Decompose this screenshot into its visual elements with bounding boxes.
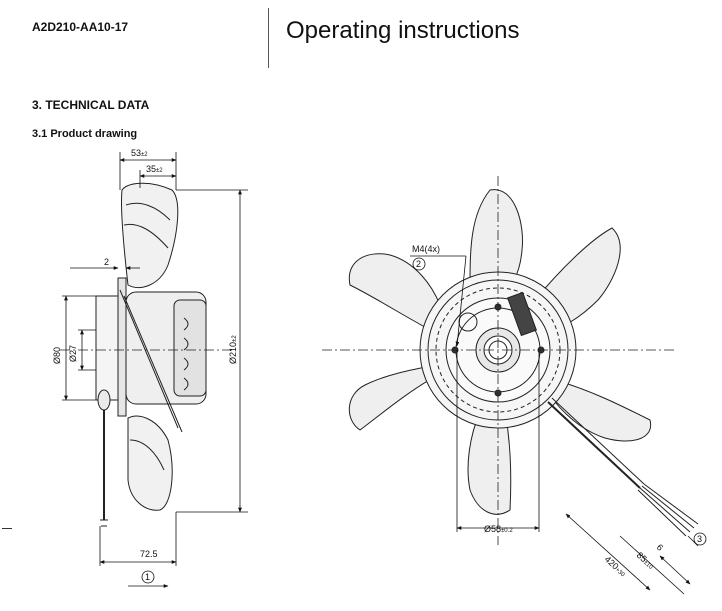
side-blade-upper-inner2	[123, 223, 169, 249]
side-dim-35: 35±2	[146, 164, 163, 174]
front-centerlines	[322, 176, 676, 545]
blade-lower-right	[549, 379, 652, 442]
header-divider	[268, 8, 269, 68]
side-dim-72-5: 72.5	[140, 549, 158, 559]
thread-label: M4(4x)	[412, 244, 440, 254]
side-cable-gland	[97, 389, 111, 411]
front-dim-hub: Ø58±0.2	[484, 524, 513, 534]
side-blade-upper-inner	[125, 202, 171, 221]
front-wires	[637, 483, 699, 537]
side-rotor-band	[173, 299, 207, 397]
document-title: Operating instructions	[286, 17, 520, 44]
side-blade-lower-inner	[129, 439, 165, 471]
front-dim-strip-length: 85±10	[635, 550, 657, 571]
front-cable	[547, 401, 641, 489]
side-dim-2: 2	[104, 257, 109, 267]
side-strut	[119, 289, 179, 429]
side-dim-dia80: Ø80	[52, 347, 62, 364]
side-dim-dia27: Ø27	[68, 345, 78, 362]
side-blade-lower	[127, 415, 173, 511]
side-rotor-slots	[183, 317, 189, 391]
subsection-title: 3.1 Product drawing	[32, 128, 138, 140]
side-stator	[95, 295, 119, 401]
front-dim-cable-length: 420+30	[603, 554, 629, 579]
front-view	[348, 189, 699, 537]
rating-label	[507, 291, 537, 337]
section-title: 3. TECHNICAL DATA	[32, 98, 150, 112]
front-blades	[348, 189, 652, 515]
blade-bottom	[467, 409, 512, 515]
front-dimensions	[410, 255, 699, 595]
side-dim-53: 53±2	[131, 148, 148, 158]
callout-1: 1	[141, 570, 155, 584]
side-view	[95, 182, 207, 527]
front-cable-2	[551, 397, 645, 485]
side-dimensions	[62, 152, 248, 588]
margin-mark	[2, 528, 12, 529]
callout-3: 3	[693, 532, 707, 546]
svg-text:3: 3	[697, 534, 702, 544]
svg-text:1: 1	[145, 572, 150, 582]
blade-lower-left	[348, 364, 439, 431]
front-dim-wire-strip: 6	[655, 542, 665, 553]
document-id: A2D210-AA10-17	[32, 20, 129, 34]
svg-text:2: 2	[416, 259, 421, 269]
side-blade-upper	[120, 182, 179, 289]
side-strut2	[123, 295, 183, 433]
callout-2: 2	[412, 257, 426, 271]
blade-left	[348, 253, 441, 336]
side-dim-dia210: Ø210±2	[228, 335, 238, 364]
